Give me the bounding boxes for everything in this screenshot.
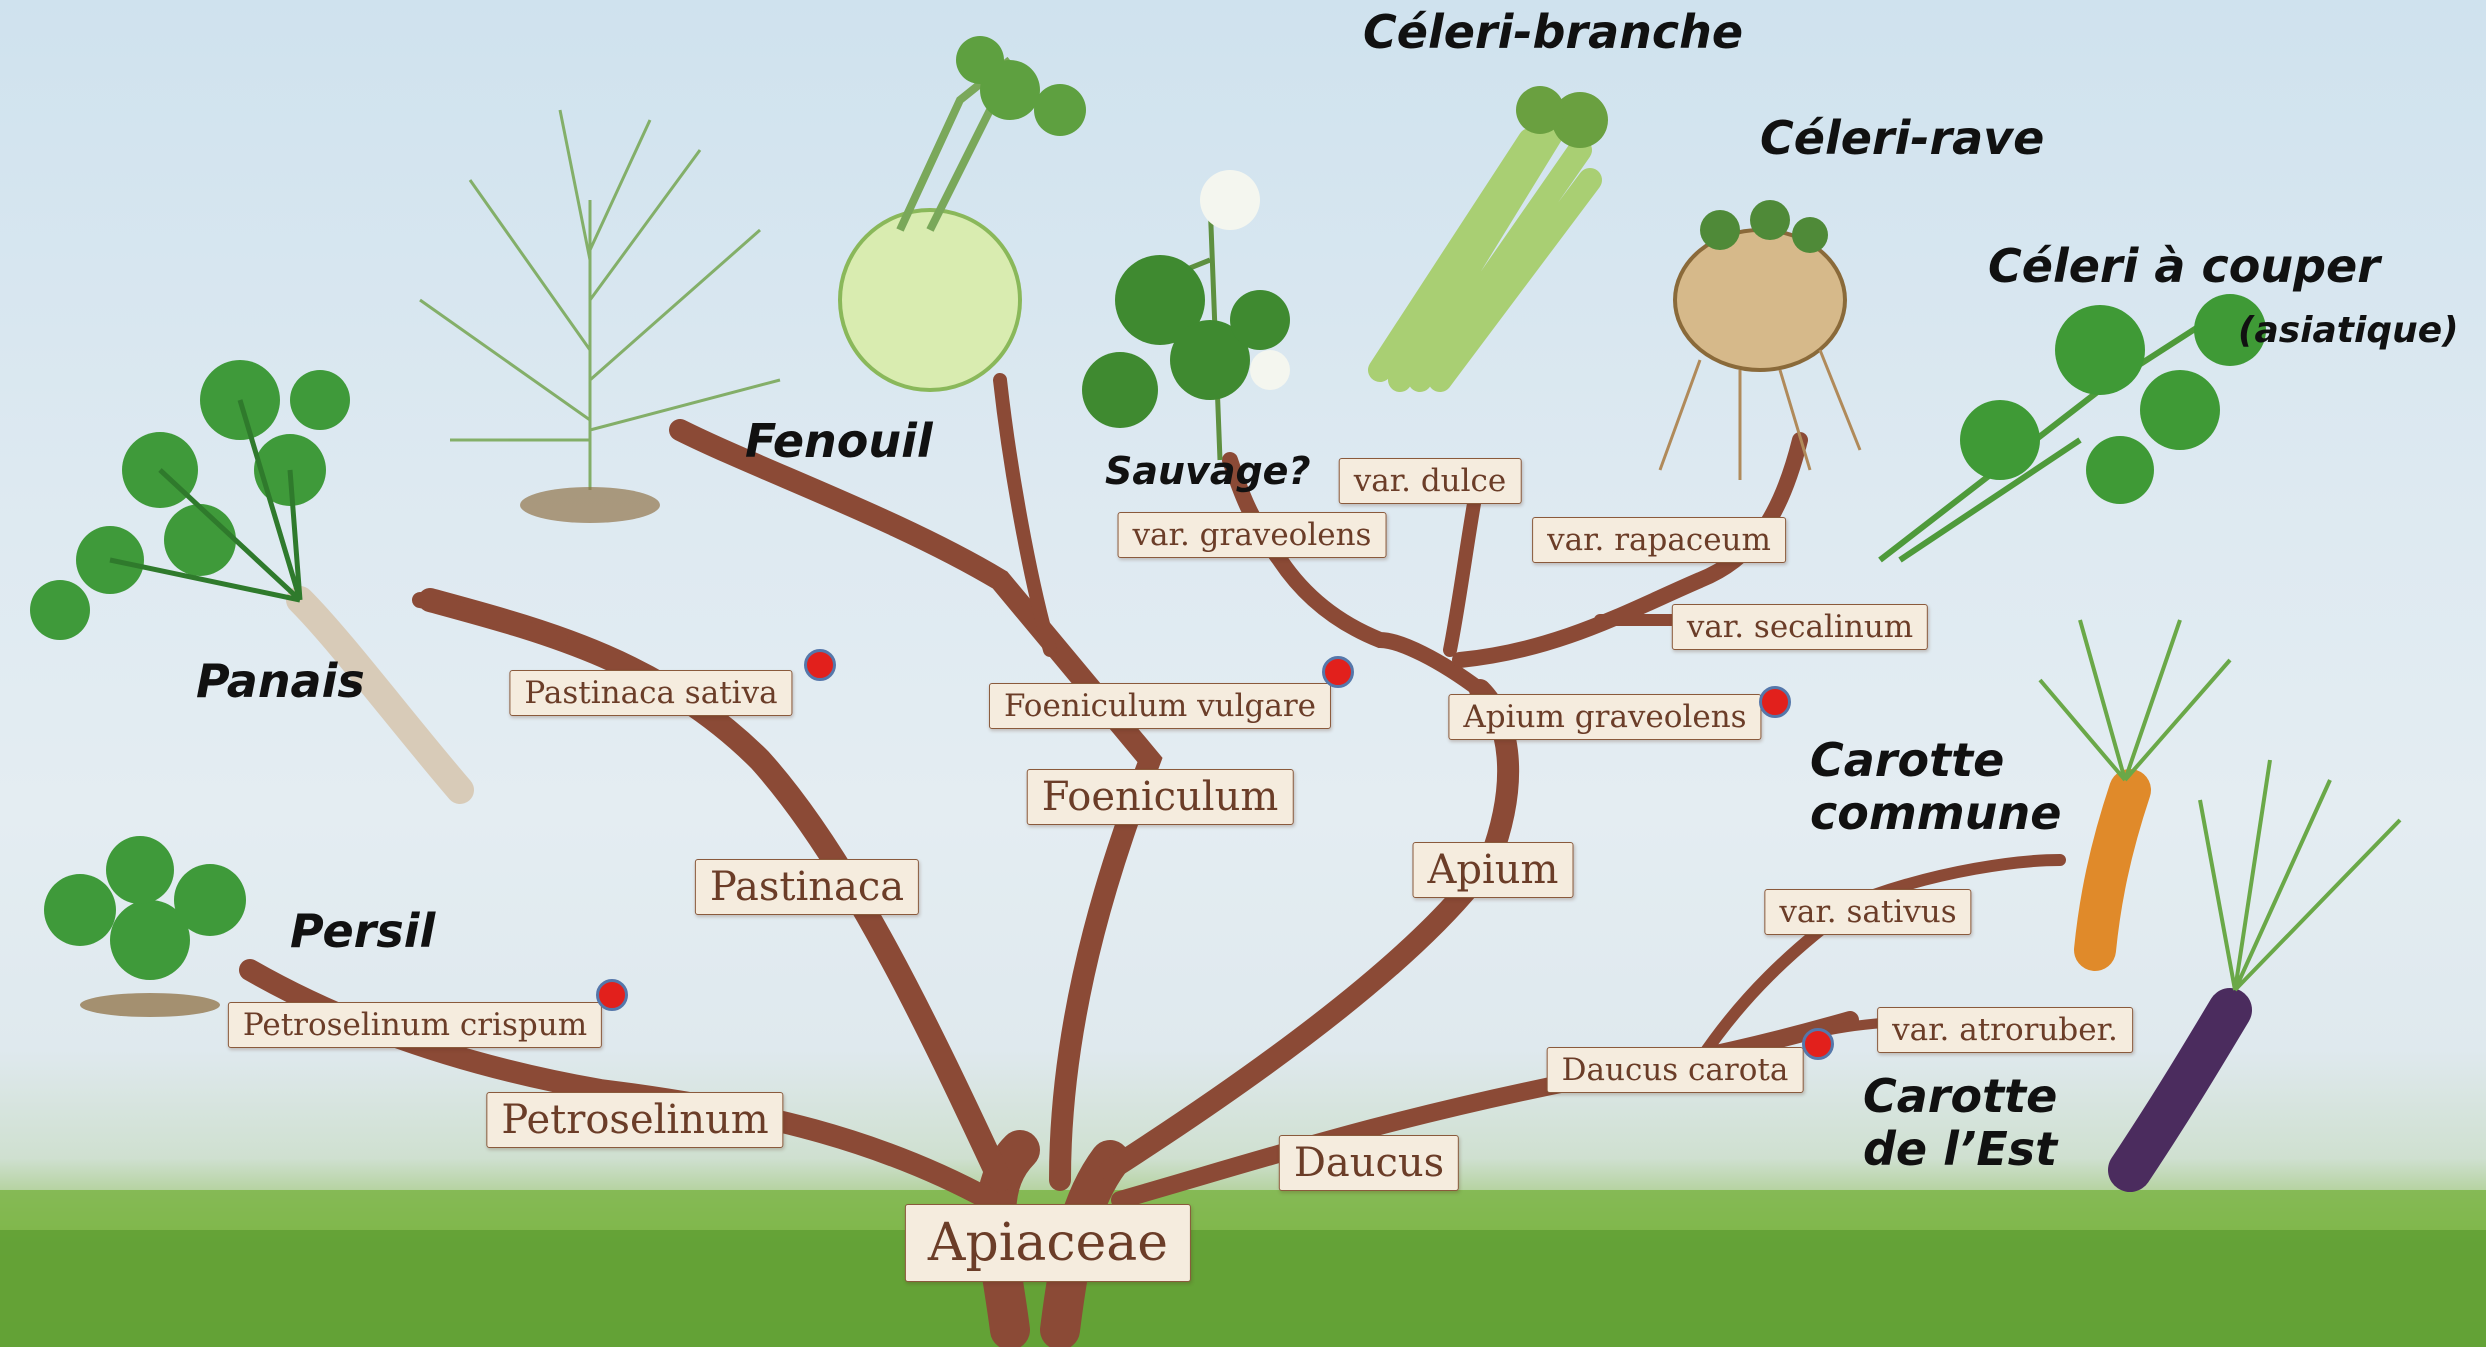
species-apium-graveolens: Apium graveolens bbox=[1448, 694, 1761, 740]
wild-celery-plant bbox=[1082, 170, 1290, 460]
variety-atroruber: var. atroruber. bbox=[1877, 1007, 2133, 1053]
common-carrot bbox=[2040, 620, 2230, 950]
common-name-carotte-de-l-est: Carotte de l’Est bbox=[1863, 1070, 2057, 1176]
species-pastinaca-sativa: Pastinaca sativa bbox=[509, 670, 792, 716]
cutting-celery-plant bbox=[1880, 294, 2266, 560]
purple-carrot bbox=[2130, 760, 2400, 1170]
celery-stalks bbox=[1380, 86, 1608, 380]
marker-daucus-carota bbox=[1802, 1028, 1834, 1060]
fennel-bulb bbox=[840, 36, 1086, 390]
common-name-panais: Panais bbox=[196, 655, 365, 708]
root-family-label: Apiaceae bbox=[905, 1204, 1191, 1282]
grass bbox=[0, 1190, 2486, 1347]
genus-daucus: Daucus bbox=[1279, 1135, 1459, 1191]
marker-apium-graveolens bbox=[1759, 686, 1791, 718]
genus-apium: Apium bbox=[1413, 842, 1574, 898]
common-name-celeri-a-couper-note: (asiatique) bbox=[2238, 310, 2459, 351]
parsley-plant bbox=[44, 836, 246, 1017]
genus-petroselinum: Petroselinum bbox=[486, 1092, 783, 1148]
common-name-carotte-commune-line1: Carotte bbox=[1810, 734, 2061, 787]
species-daucus-carota: Daucus carota bbox=[1547, 1047, 1804, 1093]
common-name-celeri-branche: Céleri-branche bbox=[1363, 6, 1743, 59]
variety-secalinum: var. secalinum bbox=[1672, 604, 1928, 650]
marker-pastinaca-sativa bbox=[804, 649, 836, 681]
common-name-sauvage: Sauvage? bbox=[1105, 450, 1311, 494]
common-name-carotte-commune-line2: commune bbox=[1810, 787, 2061, 840]
common-name-carotte-est-line2: de l’Est bbox=[1863, 1123, 2057, 1176]
celeriac-root bbox=[1660, 200, 1860, 480]
genus-pastinaca: Pastinaca bbox=[695, 859, 919, 915]
common-name-carotte-est-line1: Carotte bbox=[1863, 1070, 2057, 1123]
common-name-carotte-commune: Carotte commune bbox=[1810, 734, 2061, 840]
genus-foeniculum: Foeniculum bbox=[1027, 769, 1294, 825]
species-petroselinum-crispum: Petroselinum crispum bbox=[228, 1002, 602, 1048]
parsnip-plant bbox=[30, 360, 460, 790]
common-name-fenouil: Fenouil bbox=[745, 415, 933, 468]
marker-foeniculum-vulgare bbox=[1322, 656, 1354, 688]
common-name-persil: Persil bbox=[290, 905, 435, 958]
common-name-celeri-rave: Céleri-rave bbox=[1760, 112, 2044, 165]
variety-dulce: var. dulce bbox=[1339, 458, 1522, 504]
variety-sativus: var. sativus bbox=[1764, 889, 1971, 935]
variety-rapaceum: var. rapaceum bbox=[1532, 517, 1786, 563]
common-name-celeri-a-couper: Céleri à couper bbox=[1988, 240, 2380, 293]
variety-graveolens: var. graveolens bbox=[1118, 512, 1387, 558]
species-foeniculum-vulgare: Foeniculum vulgare bbox=[989, 683, 1331, 729]
marker-petroselinum-crispum bbox=[596, 979, 628, 1011]
